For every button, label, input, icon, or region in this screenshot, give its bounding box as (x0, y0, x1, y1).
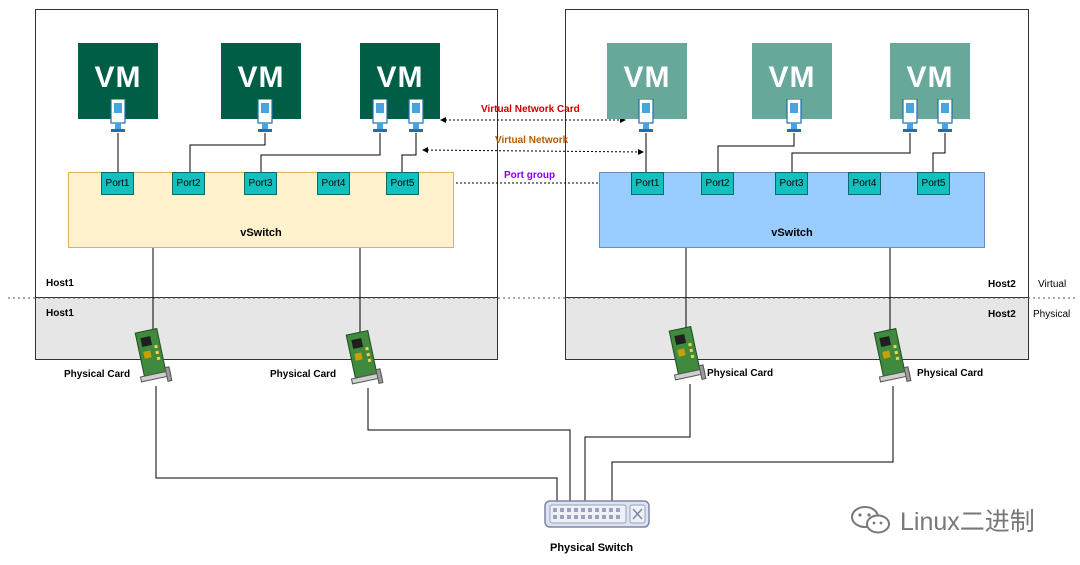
physical-card-label: Physical Card (270, 369, 337, 380)
virtual-nic-icon (937, 99, 953, 132)
physical-card-icon (134, 328, 173, 383)
port-host1-1: Port1 (101, 172, 134, 195)
port-host2-1: Port1 (631, 172, 664, 195)
physical-card-label: Physical Card (64, 369, 131, 380)
vm-label: VM (768, 61, 816, 94)
physical-card-label: Physical Card (707, 368, 774, 379)
port-host1-3: Port3 (244, 172, 277, 195)
wire-card3-switch (584, 384, 691, 503)
virtual-nic-icon (408, 99, 424, 132)
physical-card-icon (668, 326, 707, 381)
host2-virtual-label: Host2 (988, 279, 1016, 290)
vm-label: VM (906, 61, 954, 94)
physical-card-label: Physical Card (917, 368, 984, 379)
vm-label: VM (237, 61, 285, 94)
port-group-label: Port group (504, 170, 556, 181)
port-host2-3: Port3 (775, 172, 808, 195)
physical-card-icon (345, 330, 384, 385)
physical-card-icon (873, 328, 912, 383)
host2-physical-label: Host2 (988, 309, 1016, 320)
wechat-logo-icon (851, 506, 890, 534)
vm-label: VM (376, 61, 424, 94)
virtual-nic-icon (902, 99, 918, 132)
physical-layer-label: Physical (1033, 309, 1071, 320)
watermark-text: Linux二进制 (900, 508, 1035, 536)
wire-h2-vm3b-port5 (932, 133, 946, 172)
vswitch-label: vSwitch (771, 227, 813, 239)
wire-h1-vm2-port2 (189, 133, 266, 172)
physical-switch-label: Physical Switch (550, 542, 634, 554)
wire-card1-switch (155, 386, 558, 503)
arrow-virtual-network (422, 147, 644, 155)
port-host2-5: Port5 (917, 172, 950, 195)
vswitch-label: vSwitch (240, 227, 282, 239)
wire-h1-vm3b-port5 (401, 133, 417, 172)
physical-switch-icon (544, 500, 650, 528)
vm-label: VM (94, 61, 142, 94)
wire-h2-vm3a-port3 (791, 133, 911, 172)
vm-label: VM (623, 61, 671, 94)
virtual-layer-label: Virtual (1038, 279, 1067, 290)
virtual-nic-icon (257, 99, 273, 132)
virtual-nic-icon (638, 99, 654, 132)
wire-h1-vm3a-port3 (260, 133, 381, 172)
host1-virtual-label: Host1 (46, 278, 74, 289)
virtual-network-card-label: Virtual Network Card (481, 104, 580, 115)
vm-host1-2: VM (221, 43, 301, 119)
host1-physical-label: Host1 (46, 308, 74, 319)
port-host1-4: Port4 (317, 172, 350, 195)
virtual-nic-icon (372, 99, 388, 132)
port-host2-4: Port4 (848, 172, 881, 195)
host1-physical-area (35, 298, 498, 360)
virtual-network-label: Virtual Network (495, 135, 569, 146)
host2-physical-area (565, 298, 1029, 360)
virtual-nic-icon (786, 99, 802, 132)
port-host1-5: Port5 (386, 172, 419, 195)
wire-card2-switch (367, 388, 571, 503)
port-host2-2: Port2 (701, 172, 734, 195)
wire-h2-vm2-port2 (717, 133, 795, 172)
virtual-nic-icon (110, 99, 126, 132)
port-host1-2: Port2 (172, 172, 205, 195)
wire-card4-switch (611, 386, 894, 503)
